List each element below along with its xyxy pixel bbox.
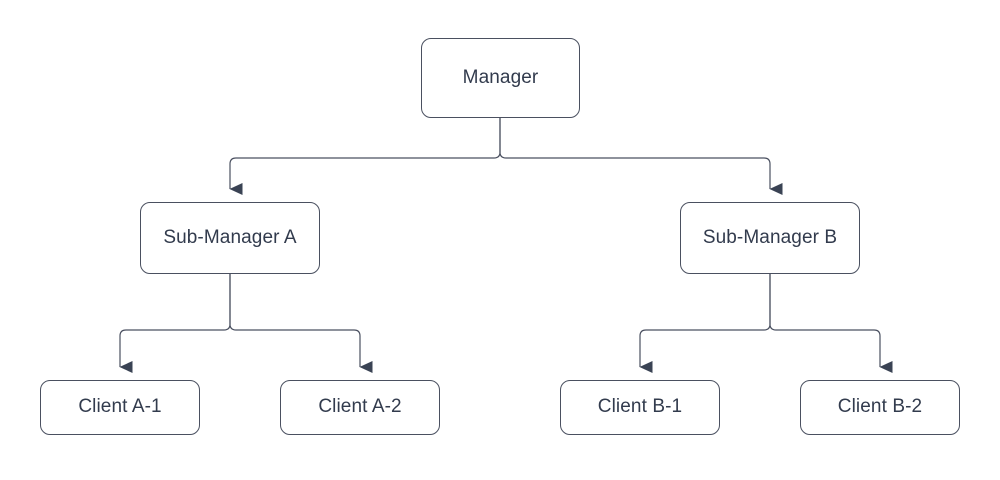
edge-sub-manager-b-client-b2: [769, 274, 893, 373]
node-sub-manager-a-label: Sub-Manager A: [163, 226, 297, 248]
node-client-b1-label: Client B-1: [597, 396, 683, 418]
edge-manager-sub-manager-a: [229, 118, 501, 195]
node-client-a1-label: Client A-1: [78, 396, 162, 418]
node-client-a2[interactable]: Client A-2: [280, 380, 440, 435]
node-client-b1[interactable]: Client B-1: [560, 380, 720, 435]
node-manager[interactable]: Manager: [421, 38, 580, 118]
node-client-a2-label: Client A-2: [318, 396, 402, 418]
node-sub-manager-b-label: Sub-Manager B: [702, 226, 838, 248]
node-client-a1[interactable]: Client A-1: [40, 380, 200, 435]
edge-sub-manager-a-client-a1: [119, 274, 231, 373]
node-sub-manager-b[interactable]: Sub-Manager B: [680, 202, 860, 274]
node-client-b2[interactable]: Client B-2: [800, 380, 960, 435]
node-sub-manager-a[interactable]: Sub-Manager A: [140, 202, 320, 274]
edge-manager-sub-manager-b: [499, 118, 783, 195]
edge-sub-manager-a-client-a2: [229, 274, 373, 373]
node-manager-label: Manager: [462, 66, 539, 88]
edge-sub-manager-b-client-b1: [639, 274, 771, 373]
node-client-b2-label: Client B-2: [837, 396, 923, 418]
